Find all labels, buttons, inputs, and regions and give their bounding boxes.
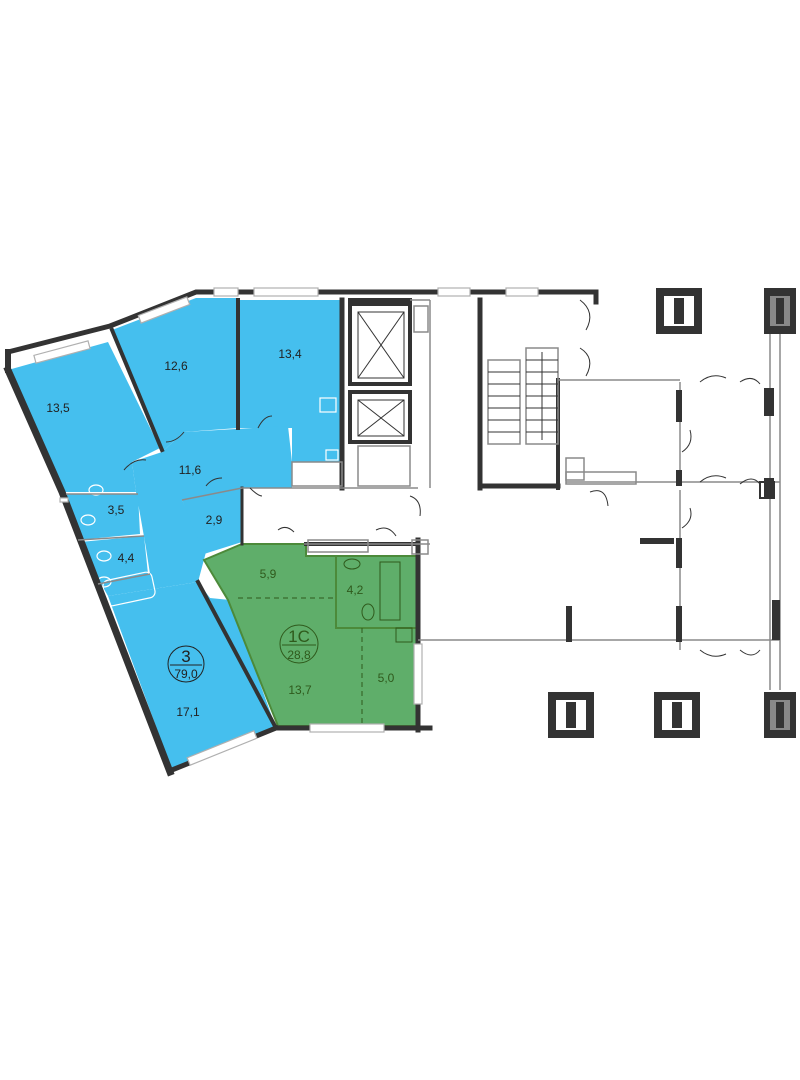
apartment-badge-3: 3 79,0 xyxy=(167,645,205,683)
fixtures-apartment-3 xyxy=(80,397,339,607)
room-bath-4-4[interactable] xyxy=(80,536,148,584)
room-area-label: 13,5 xyxy=(46,401,70,415)
windows xyxy=(33,287,539,766)
room-area-label: 12,6 xyxy=(164,359,188,373)
room-area-label: 3,5 xyxy=(108,503,125,517)
room-area-label: 4,4 xyxy=(118,551,135,565)
room-bath-3-5[interactable] xyxy=(66,494,140,540)
room-area-label: 5,9 xyxy=(260,567,277,581)
apartment-total-area: 28,8 xyxy=(287,648,311,662)
partitions xyxy=(66,299,781,690)
room-area-label: 11,6 xyxy=(179,463,202,477)
room-labels-apartment-3: 13,5 12,6 13,4 11,6 3,5 2,9 4,4 17,1 xyxy=(46,347,302,719)
apartment-room-count: 1С xyxy=(288,627,310,646)
room-area-label: 2,9 xyxy=(206,513,223,527)
interior-walls xyxy=(109,297,561,731)
room-bedroom-13-4[interactable] xyxy=(238,300,342,462)
room-living-17-1[interactable] xyxy=(108,582,276,770)
apartment-room-count: 3 xyxy=(181,647,190,666)
structural-columns xyxy=(566,388,780,642)
apartment-total-area: 79,0 xyxy=(174,667,198,681)
apartment-badge-1c: 1С 28,8 xyxy=(279,624,319,664)
room-storage-2-9[interactable] xyxy=(182,488,242,554)
apartment-3[interactable] xyxy=(8,298,342,770)
apartment-1c[interactable] xyxy=(202,543,419,727)
room-hall-11-6[interactable] xyxy=(100,426,292,596)
ventilation-shafts xyxy=(548,288,796,738)
room-bedroom-12-6[interactable] xyxy=(112,298,238,452)
elevator-shafts xyxy=(357,311,405,437)
room-area-label: 17,1 xyxy=(176,705,200,719)
doors xyxy=(123,299,761,657)
staircase xyxy=(488,352,558,440)
room-area-label: 13,4 xyxy=(278,347,302,361)
room-area-label: 5,0 xyxy=(378,671,395,685)
room-area-label: 4,2 xyxy=(347,583,364,597)
room-area-label: 13,7 xyxy=(288,683,312,697)
room-labels-apartment-1c: 5,9 4,2 13,7 5,0 xyxy=(260,567,395,697)
